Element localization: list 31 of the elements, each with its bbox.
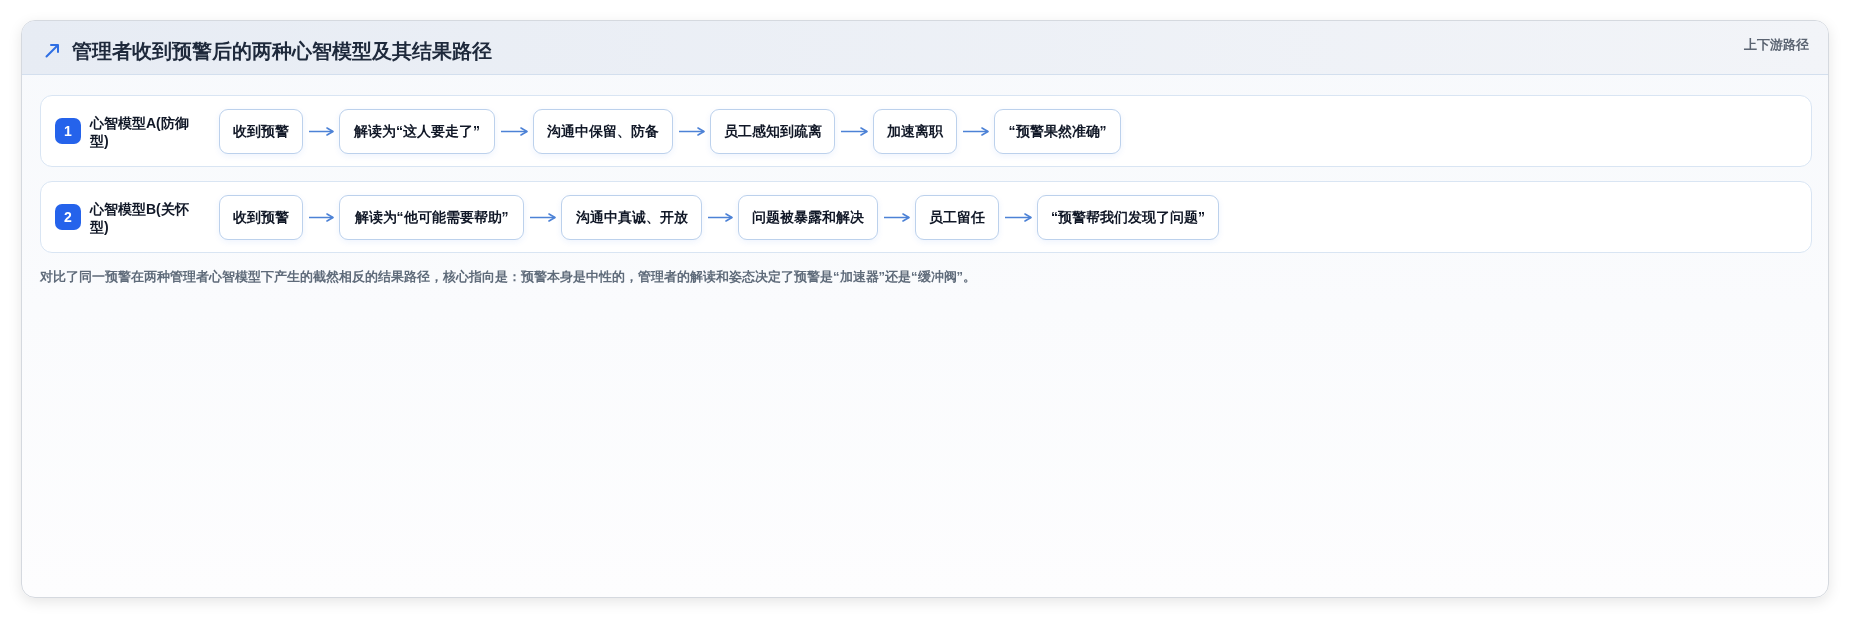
- row-label: 心智模型B(关怀型): [90, 200, 190, 236]
- arrow: [707, 213, 733, 222]
- step-box: 收到预警: [219, 195, 303, 240]
- arrow: [1004, 213, 1032, 222]
- arrow: [308, 213, 334, 222]
- row-panel: [40, 95, 1812, 167]
- step-box: 加速离职: [873, 109, 957, 154]
- step-box: 员工留任: [915, 195, 999, 240]
- arrow: [500, 127, 528, 136]
- step-box: 问题被暴露和解决: [738, 195, 878, 240]
- caption: 对比了同一预警在两种管理者心智模型下产生的截然相反的结果路径，核心指向是：预警本身是中性的，管理者的解读和姿态决定了预警是“加速器”还是“缓冲阀”。: [40, 268, 977, 286]
- title: 管理者收到预警后的两种心智模型及其结果路径: [72, 39, 492, 64]
- step-box: “预警帮我们发现了问题”: [1037, 195, 1219, 240]
- header-tag: 上下游路径: [1744, 36, 1809, 54]
- step-box: 收到预警: [219, 109, 303, 154]
- arrow: [883, 213, 910, 222]
- arrow: [840, 127, 868, 136]
- arrow: [529, 213, 556, 222]
- row-panel: [40, 181, 1812, 253]
- number-badge: 1: [55, 118, 81, 144]
- step-box: “预警果然准确”: [994, 109, 1121, 154]
- number-badge: 2: [55, 204, 81, 230]
- arrow: [308, 127, 334, 136]
- step-box: 解读为“这人要走了”: [339, 109, 495, 154]
- step-box: 员工感知到疏离: [710, 109, 835, 154]
- step-box: 沟通中真诚、开放: [561, 195, 702, 240]
- step-box: 沟通中保留、防备: [533, 109, 673, 154]
- row-label: 心智模型A(防御型): [90, 114, 190, 150]
- arrow: [962, 127, 989, 136]
- step-box: 解读为“他可能需要帮助”: [339, 195, 524, 240]
- arrow: [678, 127, 705, 136]
